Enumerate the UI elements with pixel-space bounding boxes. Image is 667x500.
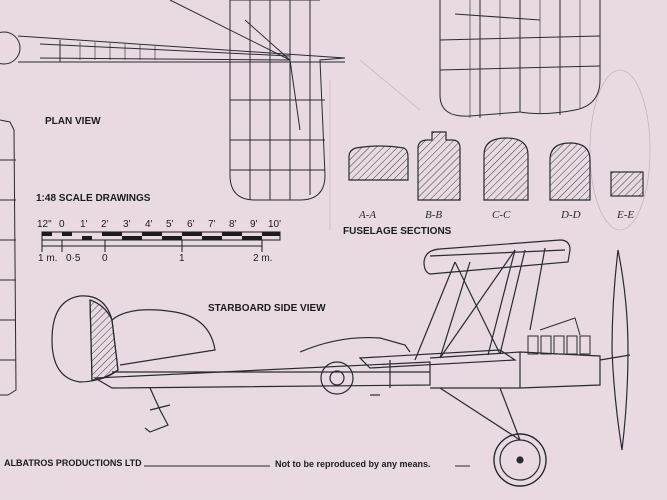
section-shape-a [348,145,409,181]
scale-metre-label: 0 [102,253,108,264]
section-label-c: C-C [492,209,511,221]
side-view-drawing [51,239,631,487]
scale-foot-label: 10' [268,219,282,230]
upper-wing-plan [439,0,601,118]
scale-foot-label: 5' [166,219,174,230]
scale-metre-label: 0·5 [66,253,81,264]
scale-title: 1:48 SCALE DRAWINGS [36,193,151,204]
scale-metre-label: 1 m. [38,253,58,264]
scale-bar [41,231,281,252]
section-shape-d [549,142,591,201]
scale-foot-label: 4' [145,219,153,230]
scale-metre-label: 1 [179,253,185,264]
section-label-e: E-E [617,209,635,221]
plan-view-drawing [0,0,346,396]
section-shape-c [483,137,529,201]
scale-foot-label: 7' [208,219,216,230]
scale-foot-label: 12" [37,219,52,230]
section-label-b: B-B [425,209,443,221]
starboard-side-view-label: STARBOARD SIDE VIEW [208,303,326,314]
scale-foot-label: 2' [101,219,109,230]
copyright-notice: Not to be reproduced by any means. [275,459,431,469]
scale-foot-label: 8' [229,219,237,230]
scale-foot-label: 1' [80,219,88,230]
section-label-a: A-A [359,209,377,221]
fuselage-sections-label: FUSELAGE SECTIONS [343,226,452,237]
scale-foot-label: 0 [59,219,65,230]
scale-foot-label: 9' [250,219,258,230]
section-shape-e [610,171,644,197]
scale-foot-label: 6' [187,219,195,230]
publisher-label: ALBATROS PRODUCTIONS LTD [4,458,142,468]
fuselage-section-shapes [348,131,644,201]
section-shape-b [417,131,461,201]
scale-foot-label: 3' [123,219,131,230]
scale-metre-label: 2 m. [253,253,273,264]
plan-view-label: PLAN VIEW [45,116,101,127]
section-label-d: D-D [561,209,581,221]
